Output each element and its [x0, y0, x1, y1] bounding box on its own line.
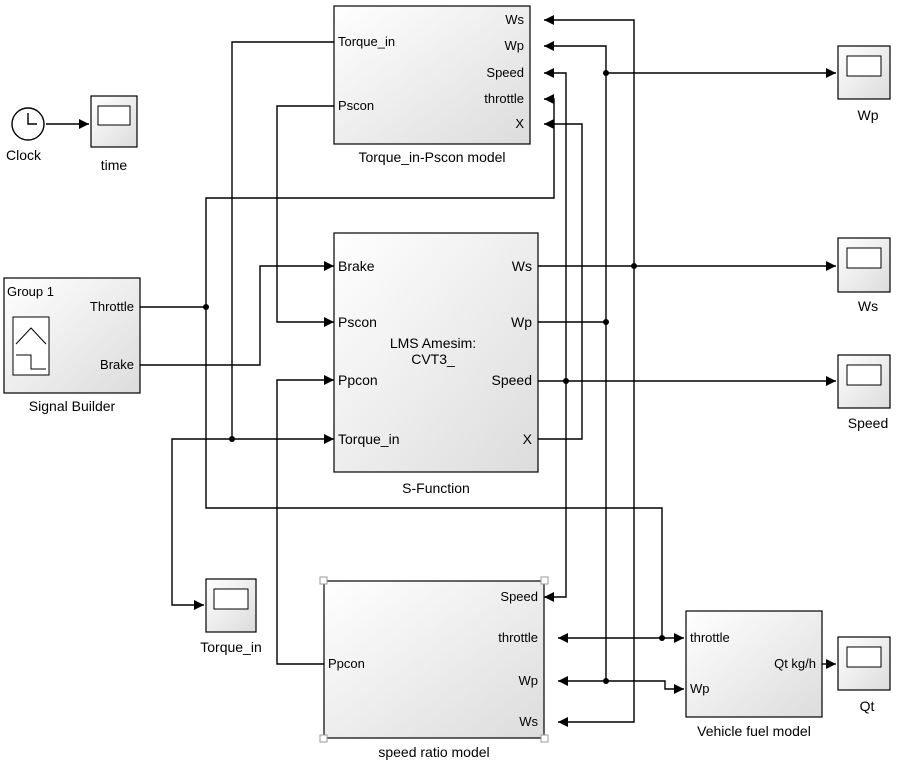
s-function-block[interactable]: Brake Pscon Ppcon Torque_in Ws Wp Speed … [333, 232, 539, 496]
port-wp: Wp [690, 681, 710, 696]
speed-ratio-model-block[interactable]: Speed throttle Wp Ws Ppcon speed ratio m… [319, 576, 549, 760]
port-wp: Wp [505, 38, 525, 53]
scope-time-label: time [101, 157, 128, 173]
port-wp: Wp [519, 673, 539, 688]
wire-ppcon[interactable] [276, 375, 334, 665]
torque-pscon-model-label: Torque_in-Pscon model [358, 149, 505, 165]
port-x-out: X [523, 431, 533, 447]
junction-dot [229, 436, 235, 442]
scope-icon [97, 105, 131, 126]
wire-torque-in[interactable] [231, 41, 334, 444]
wire-wp-to-fuel[interactable] [606, 680, 684, 694]
scope-icon [846, 646, 882, 668]
scope-wp[interactable]: Wp [837, 45, 891, 123]
junction-dot [603, 678, 609, 684]
wire-ws-to-speedratio[interactable] [558, 266, 635, 727]
junction-dot [603, 319, 609, 325]
scope-wp-label: Wp [858, 107, 879, 123]
port-speed: Speed [500, 589, 538, 604]
port-ppcon-out: Ppcon [328, 656, 365, 671]
wire-wp-to-torque-model[interactable] [544, 41, 607, 322]
signal-builder-block[interactable]: Group 1 Throttle Brake Signal Builder [3, 277, 141, 414]
port-torque-in: Torque_in [338, 34, 395, 49]
scope-ws[interactable]: Ws [837, 237, 891, 314]
vehicle-fuel-model-label: Vehicle fuel model [697, 723, 811, 739]
port-pscon: Pscon [338, 314, 377, 330]
junctions [203, 70, 665, 684]
wire-speed-to-torque-model[interactable] [544, 68, 567, 381]
junction-dot [603, 70, 609, 76]
wire-speed-to-speedratio[interactable] [544, 381, 567, 602]
signal-builder-icon [12, 316, 50, 376]
port-throttle: throttle [484, 91, 524, 106]
wire-torque-to-scope[interactable] [171, 438, 232, 610]
port-speed-out: Speed [492, 372, 532, 388]
wire-pscon[interactable] [276, 105, 334, 327]
port-brake-out: Brake [100, 357, 134, 372]
wire-x-to-torque-model[interactable] [538, 119, 583, 440]
port-throttle-out: Throttle [90, 299, 134, 314]
port-qt-out: Qt kg/h [774, 656, 816, 671]
scope-ws-label: Ws [858, 298, 878, 314]
port-throttle: throttle [498, 630, 538, 645]
junction-dot [659, 635, 665, 641]
wire-brake[interactable] [140, 261, 334, 366]
port-pscon: Pscon [338, 98, 374, 113]
wire-throttle-down[interactable] [205, 307, 663, 638]
scope-time[interactable]: time [90, 95, 138, 173]
clock-label: Clock [6, 147, 42, 163]
scope-speed[interactable]: Speed [837, 354, 891, 431]
port-wp-out: Wp [511, 314, 532, 330]
scope-icon [213, 588, 249, 610]
scope-icon [846, 247, 882, 269]
scope-qt-label: Qt [860, 698, 875, 714]
vehicle-fuel-model-block[interactable]: throttle Wp Qt kg/h Vehicle fuel model [685, 610, 823, 739]
port-ppcon: Ppcon [338, 372, 378, 388]
junction-dot [631, 263, 637, 269]
signal-builder-group: Group 1 [7, 284, 54, 299]
torque-pscon-model-block[interactable]: Torque_in Pscon Ws Wp Speed throttle X T… [333, 5, 531, 165]
scope-torque-in-label: Torque_in [200, 639, 262, 655]
wire-throttle-to-torque-model[interactable] [205, 94, 555, 307]
scope-icon [846, 55, 882, 77]
scope-speed-label: Speed [848, 415, 888, 431]
junction-dot [563, 378, 569, 384]
wire-ws-to-torque-model[interactable] [544, 15, 635, 266]
junction-dot [203, 304, 209, 310]
port-brake: Brake [338, 258, 375, 274]
s-function-title-1: LMS Amesim: [390, 335, 476, 351]
s-function-title-2: CVT3_ [411, 351, 455, 367]
speed-ratio-model-label: speed ratio model [378, 744, 489, 760]
scope-icon [846, 364, 882, 386]
clock-block[interactable]: Clock [6, 107, 45, 163]
port-x: X [515, 116, 524, 131]
port-throttle: throttle [690, 630, 730, 645]
signal-builder-label: Signal Builder [29, 398, 116, 414]
port-ws: Ws [519, 714, 538, 729]
scope-qt[interactable]: Qt [837, 636, 891, 714]
port-ws: Ws [505, 12, 524, 27]
port-ws-out: Ws [512, 258, 532, 274]
s-function-label: S-Function [402, 480, 470, 496]
port-torque-in: Torque_in [338, 431, 400, 447]
selection-handles [319, 576, 549, 743]
scope-torque-in[interactable]: Torque_in [200, 578, 262, 655]
port-speed: Speed [486, 65, 524, 80]
